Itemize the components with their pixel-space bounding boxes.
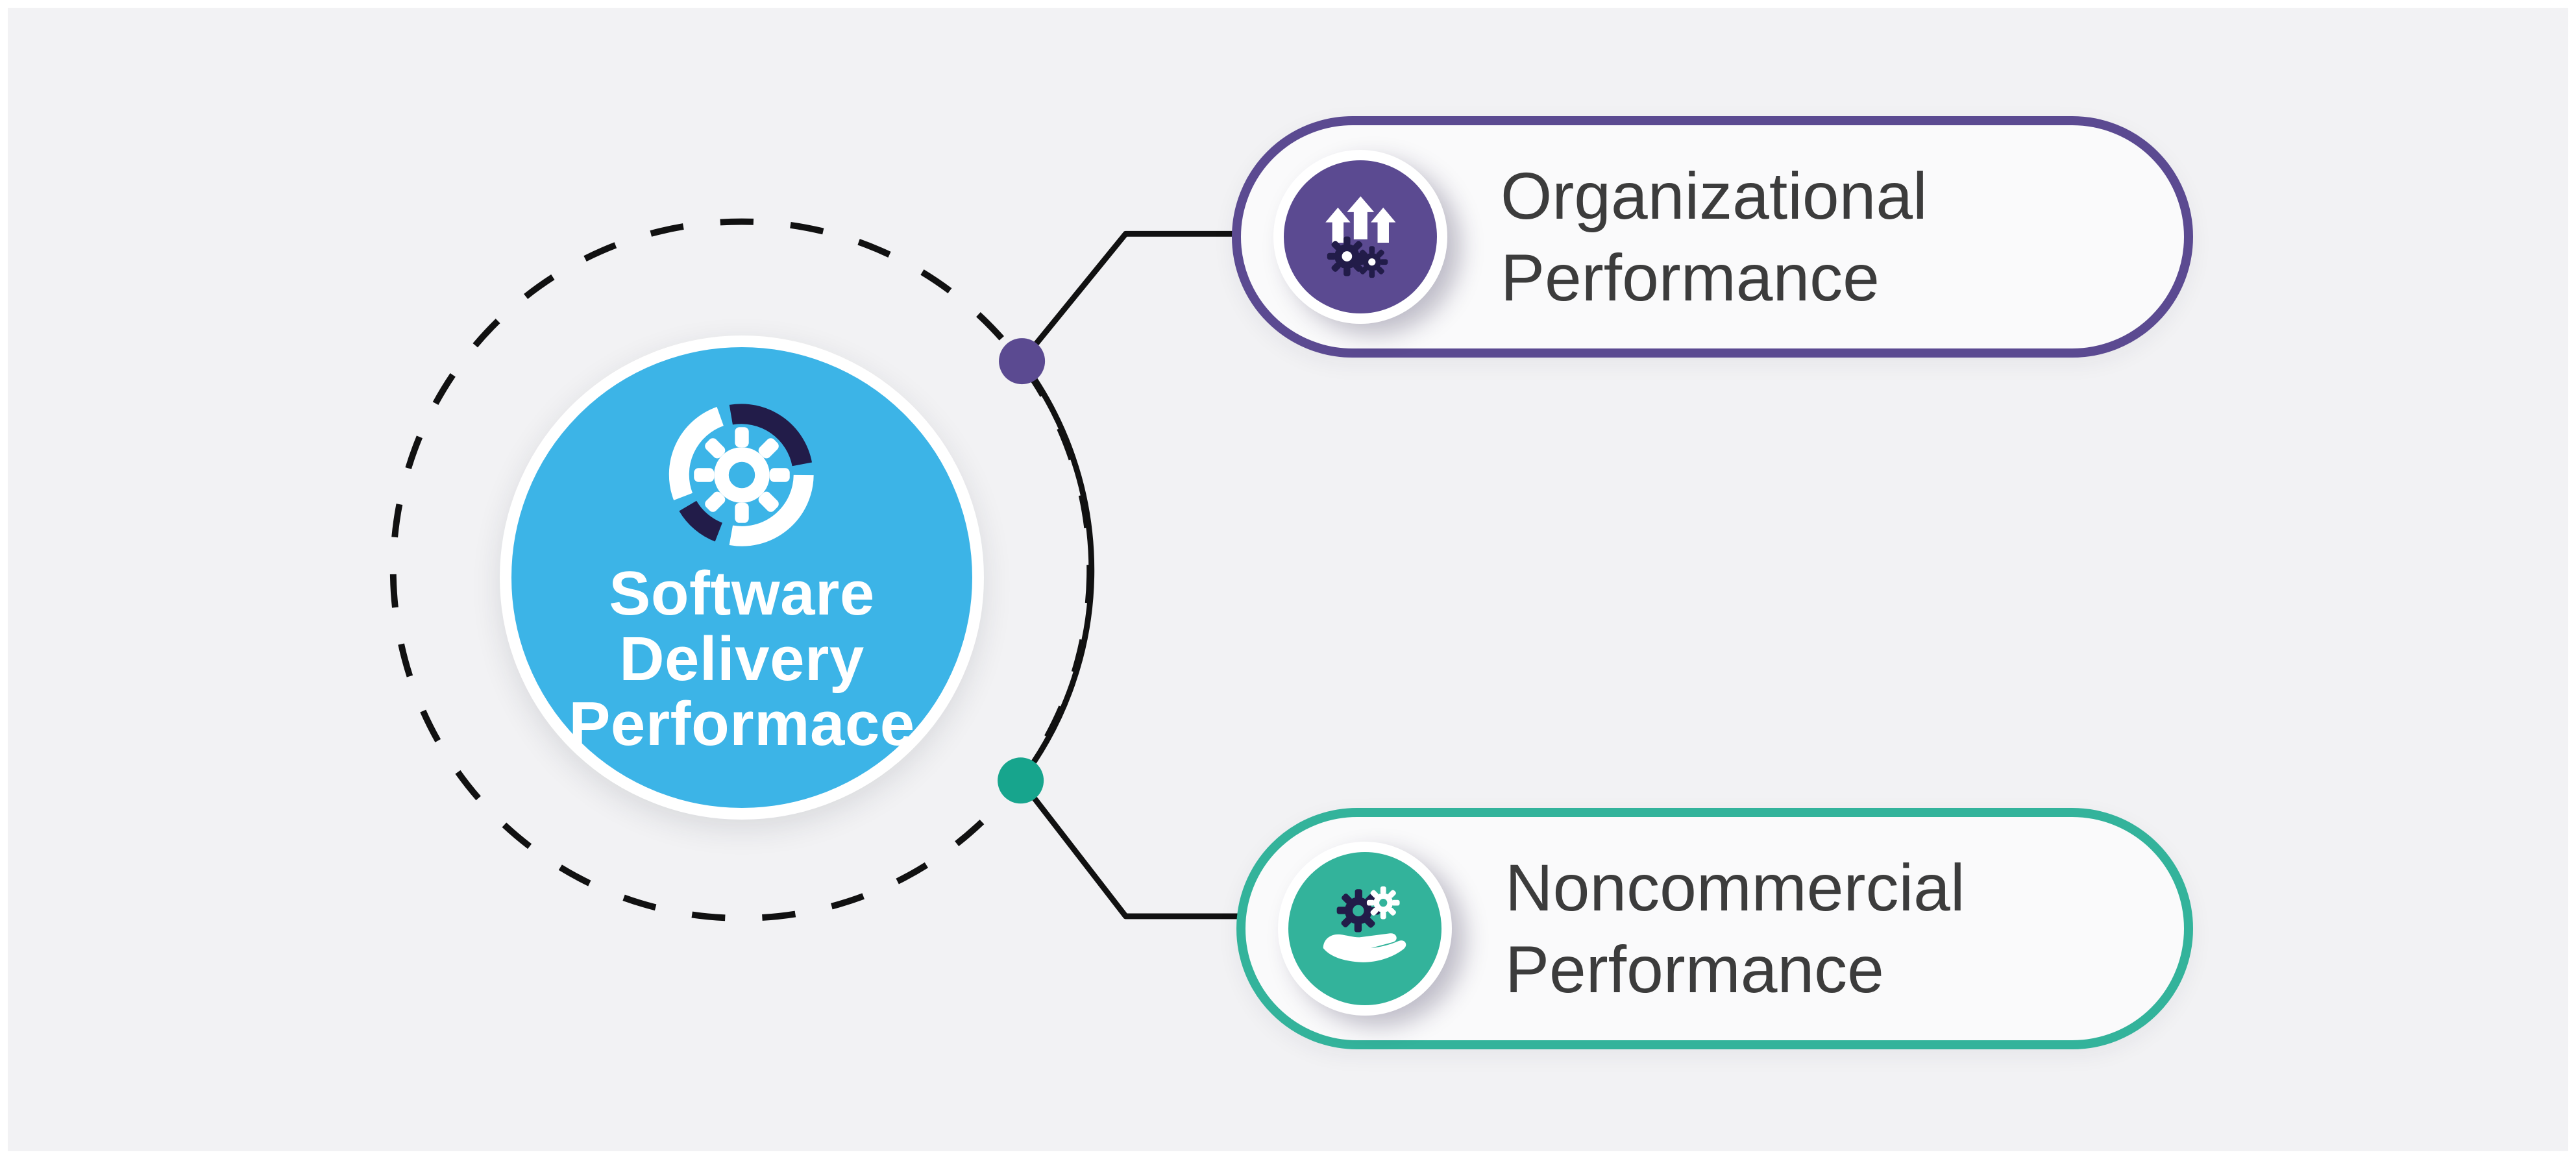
center-label-line-3: Performace [569, 689, 915, 759]
noncommercial-performance-label: Noncommercial Performance [1505, 847, 1965, 1011]
connector-dot-teal [998, 757, 1044, 804]
hand-gears-icon [1323, 886, 1406, 962]
label-line-1: Noncommercial [1505, 850, 1965, 925]
noncommercial-icon-badge [1278, 842, 1452, 1016]
label-line-2: Performance [1501, 241, 1880, 315]
organizational-icon-badge [1273, 150, 1447, 324]
connector-line-bottom [1018, 777, 1240, 920]
node-organizational-performance: Organizational Performance [1232, 116, 2193, 358]
center-label-line-1: Software [609, 558, 875, 628]
label-line-2: Performance [1505, 933, 1884, 1006]
center-node-software-delivery: Software Delivery Performace [500, 336, 984, 820]
hand-glyph [1323, 933, 1406, 962]
center-node-label: Software Delivery Performace [569, 561, 914, 757]
growth-gears-icon [1325, 196, 1396, 278]
up-arrows-glyph [1325, 196, 1396, 243]
arc-connector [1018, 358, 1095, 784]
gear-progress-icon [669, 404, 814, 546]
center-label-line-2: Delivery [619, 624, 865, 694]
node-noncommercial-performance: Noncommercial Performance [1236, 808, 2193, 1049]
organizational-performance-label: Organizational Performance [1501, 155, 1928, 319]
gears-glyph [1327, 236, 1388, 278]
connector-line-top [1019, 230, 1236, 365]
connector-layer [389, 218, 1240, 921]
label-line-1: Organizational [1501, 158, 1928, 233]
connector-dot-purple [999, 338, 1046, 385]
gear-glyph [694, 427, 790, 523]
gear-glyph-small [1366, 886, 1400, 920]
